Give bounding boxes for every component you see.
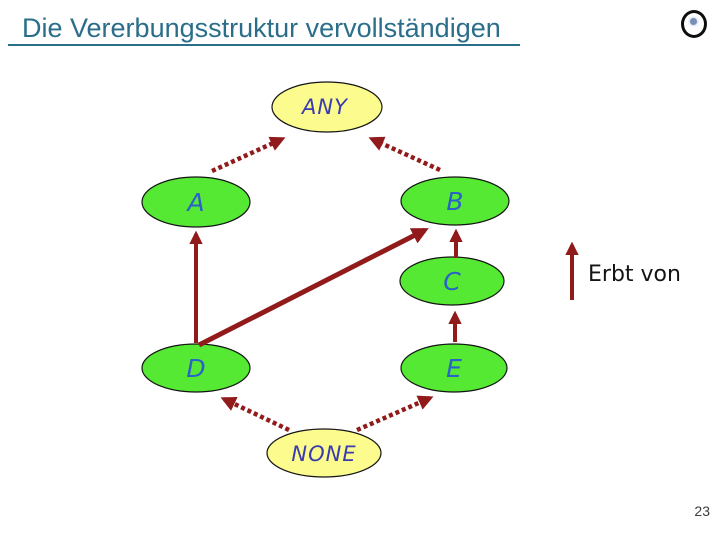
page-number: 23 bbox=[694, 503, 710, 519]
node-e-label: E bbox=[446, 354, 462, 383]
node-b-ellipse bbox=[400, 176, 510, 226]
edge-a-to-any-arrow bbox=[211, 136, 286, 174]
node-d-ellipse bbox=[141, 343, 251, 393]
title-underline bbox=[8, 44, 520, 46]
edge-b-to-any-arrow bbox=[368, 136, 441, 173]
node-a-ellipse bbox=[141, 176, 251, 228]
node-c-label: C bbox=[443, 267, 461, 296]
node-any-ellipse bbox=[271, 81, 383, 133]
node-a-label: A bbox=[185, 188, 204, 217]
node-any-label: ANY bbox=[300, 95, 349, 119]
edge-none-to-d-arrow bbox=[220, 396, 290, 433]
node-d-label: D bbox=[186, 354, 205, 383]
node-c-ellipse bbox=[399, 256, 505, 306]
node-none-label: NONE bbox=[291, 442, 356, 466]
logo-center-dot bbox=[690, 18, 697, 25]
edge-none-to-e-arrow bbox=[356, 395, 434, 433]
node-b-label: B bbox=[446, 187, 463, 216]
node-none-ellipse bbox=[266, 428, 382, 478]
legend-label: Erbt von bbox=[588, 262, 681, 287]
page-title: Die Vererbungsstruktur vervollständigen bbox=[22, 13, 501, 43]
circle-dot-logo-icon bbox=[681, 10, 707, 38]
edge-d-to-b-arrow bbox=[197, 227, 429, 348]
node-e-ellipse bbox=[400, 343, 508, 393]
